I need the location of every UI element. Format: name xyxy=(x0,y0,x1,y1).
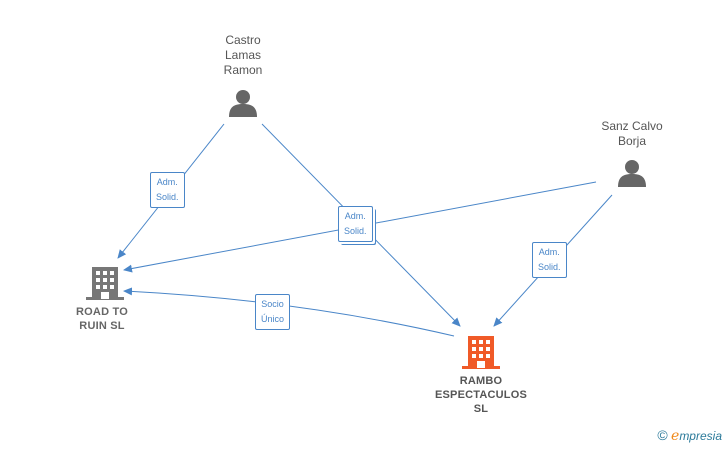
building-icon-highlighted xyxy=(462,336,500,369)
person-icon xyxy=(618,160,646,187)
brand-logo-e: e xyxy=(671,428,680,444)
edge-label-sanz-rambo: Adm. Solid. xyxy=(532,242,567,278)
edge-rambo-to-road xyxy=(123,287,455,337)
edge-label-socio-unico: Socio Único xyxy=(255,294,291,330)
person-label-castro[interactable]: Castro Lamas Ramon xyxy=(223,33,263,77)
person-icon xyxy=(229,90,257,117)
person-label-sanz[interactable]: Sanz Calvo Borja xyxy=(601,119,663,148)
edge-label-shared: Adm. Solid. xyxy=(338,206,373,242)
empresia-watermark: © empresia xyxy=(657,427,722,444)
company-label-rambo[interactable]: RAMBO ESPECTACULOS SL xyxy=(434,375,528,415)
brand-logo-text: mpresia xyxy=(679,429,722,443)
edge-label-castro-road: Adm. Solid. xyxy=(150,172,185,208)
copyright-symbol: © xyxy=(657,427,668,443)
company-label-road-to-ruin[interactable]: ROAD TO RUIN SL xyxy=(76,306,128,332)
building-icon xyxy=(86,267,124,300)
